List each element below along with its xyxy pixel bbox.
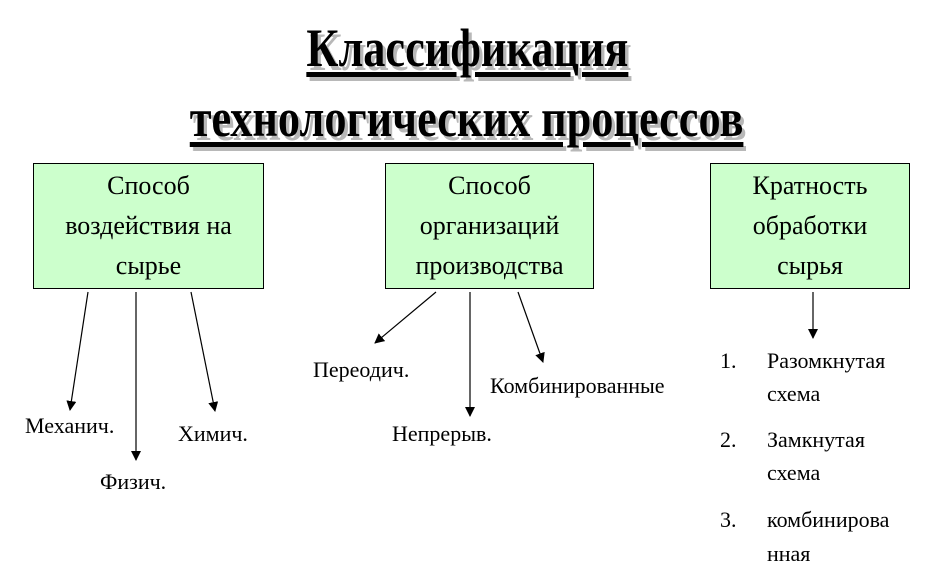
label-chemical: Химич.: [178, 421, 248, 446]
list-item-3-line2: нная: [767, 541, 811, 566]
list-item-2-line2: схема: [767, 460, 821, 485]
arrow-mechanical: [66, 291, 89, 411]
list-item-3-line1: комбинирова: [767, 507, 890, 532]
title-line-1: Классификация: [0, 18, 934, 78]
box-multiplicity-label: Кратность обработки сырья: [752, 171, 868, 280]
label-periodic: Переодич.: [313, 357, 410, 382]
box-organization-label: Способ организаций производства: [415, 171, 564, 280]
list-item-1-line2: схема: [767, 381, 821, 406]
label-continuous: Непрерыв.: [392, 421, 492, 446]
arrow-combined: [517, 291, 545, 363]
list-num-3: 3.: [720, 507, 737, 532]
label-mechanical: Механич.: [25, 413, 115, 438]
arrow-periodic: [374, 291, 437, 344]
box-impact-method: Способ воздействия на сырье: [33, 163, 264, 289]
list-item-1-line1: Разомкнутая: [767, 348, 886, 373]
title-text-2: технологических процессов: [190, 88, 744, 148]
label-physical: Физич.: [100, 469, 167, 494]
box-organization-method: Способ организаций производства: [385, 163, 594, 289]
box-impact-label: Способ воздействия на сырье: [65, 171, 232, 280]
label-combined: Комбинированные: [490, 373, 665, 398]
list-item-2-line1: Замкнутая: [767, 427, 865, 452]
title-line-2: технологических процессов: [0, 88, 934, 148]
list-num-1: 1.: [720, 348, 737, 373]
box-processing-multiplicity: Кратность обработки сырья: [710, 163, 910, 289]
arrow-chemical: [190, 291, 219, 412]
title-text-1: Классификация: [305, 18, 629, 78]
list-num-2: 2.: [720, 427, 737, 452]
